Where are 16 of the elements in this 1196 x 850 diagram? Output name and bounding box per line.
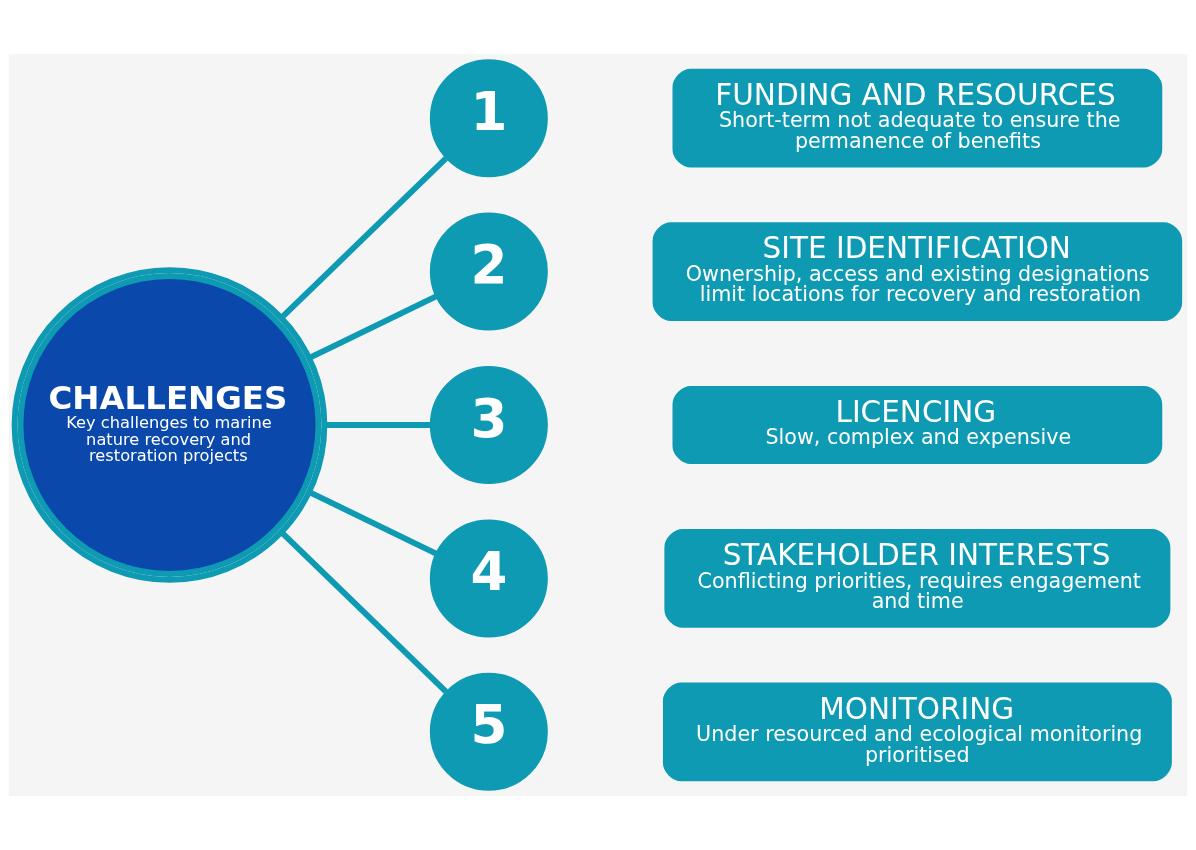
connector xyxy=(279,156,448,320)
node-box: SITE IDENTIFICATION Ownership, access and existing designations limit locations for recovery and restoration xyxy=(652,222,1183,321)
node-box: MONITORING Under resourced and ecological monitoring prioritised xyxy=(662,682,1172,782)
connector xyxy=(279,530,448,694)
node-circle: 1 xyxy=(429,59,548,178)
node-box: STAKEHOLDER INTERESTS Conflicting priorities, requires engagement and time xyxy=(664,529,1171,628)
node-circle: 2 xyxy=(429,212,548,331)
connector xyxy=(308,489,438,557)
node-box: FUNDING AND RESOURCES Short-term not adequate to ensure the permanence of benefits xyxy=(672,68,1163,168)
node-box: LICENCING Slow, complex and expensive xyxy=(672,385,1163,465)
node-circle: 3 xyxy=(429,366,548,484)
connector xyxy=(308,293,438,361)
node-circle: 4 xyxy=(429,519,548,638)
node-circle: 5 xyxy=(429,672,548,791)
connector xyxy=(324,422,431,428)
node-circle: CHALLENGES Key challenges to marine nature recovery and restoration projects xyxy=(11,267,328,583)
